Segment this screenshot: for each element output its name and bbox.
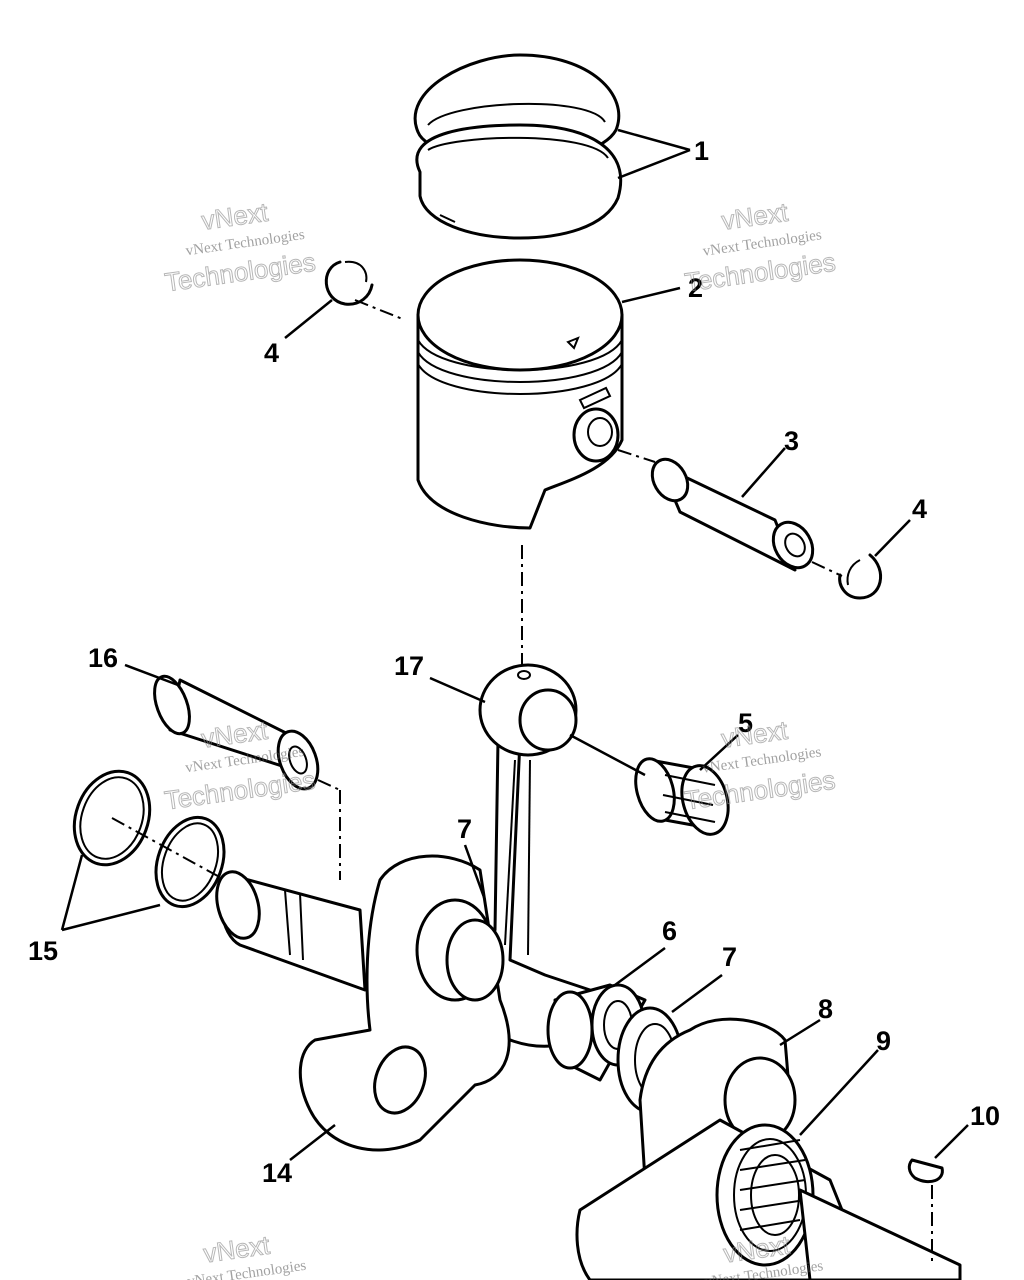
watermark-1: vNext vNext Technologies Technologies: [162, 196, 317, 298]
callout-17: 17: [394, 651, 424, 681]
callout-2: 2: [688, 273, 703, 303]
circlip-left: [324, 260, 374, 306]
circlip-right: [838, 553, 882, 600]
watermark-2: vNext vNext Technologies Technologies: [682, 196, 837, 298]
svg-text:vNext: vNext: [719, 715, 790, 754]
svg-text:vNext: vNext: [720, 197, 791, 236]
watermark-4: vNext vNext Technologies Technologies: [682, 714, 837, 816]
wrist-pin: [650, 457, 815, 572]
piston: [416, 258, 624, 530]
crank-pin: [153, 674, 320, 791]
callout-5: 5: [738, 708, 753, 738]
crankshaft-right-half: [575, 1017, 962, 1280]
callout-16: 16: [88, 643, 118, 673]
callout-10: 10: [970, 1101, 1000, 1131]
piston-rings: [413, 53, 623, 240]
callout-15: 15: [28, 936, 58, 966]
woodruff-key: [907, 1158, 944, 1184]
callout-4-left: 4: [264, 338, 279, 368]
watermark-5: vNext vNext Technologies: [186, 1229, 307, 1280]
callout-4-right: 4: [912, 494, 927, 524]
callout-1: 1: [694, 136, 709, 166]
svg-text:vNext: vNext: [201, 1230, 272, 1269]
callout-9: 9: [876, 1026, 891, 1056]
crankshaft-left-half: [215, 854, 511, 1152]
callout-7-upper: 7: [457, 814, 472, 844]
callout-6: 6: [662, 916, 677, 946]
main-bearing: [546, 983, 647, 1082]
callout-14: 14: [262, 1158, 292, 1188]
needle-bearing: [634, 757, 730, 836]
callout-7-lower: 7: [722, 942, 737, 972]
callout-8: 8: [818, 994, 833, 1024]
svg-text:vNext: vNext: [200, 197, 271, 236]
callout-3: 3: [784, 426, 799, 456]
